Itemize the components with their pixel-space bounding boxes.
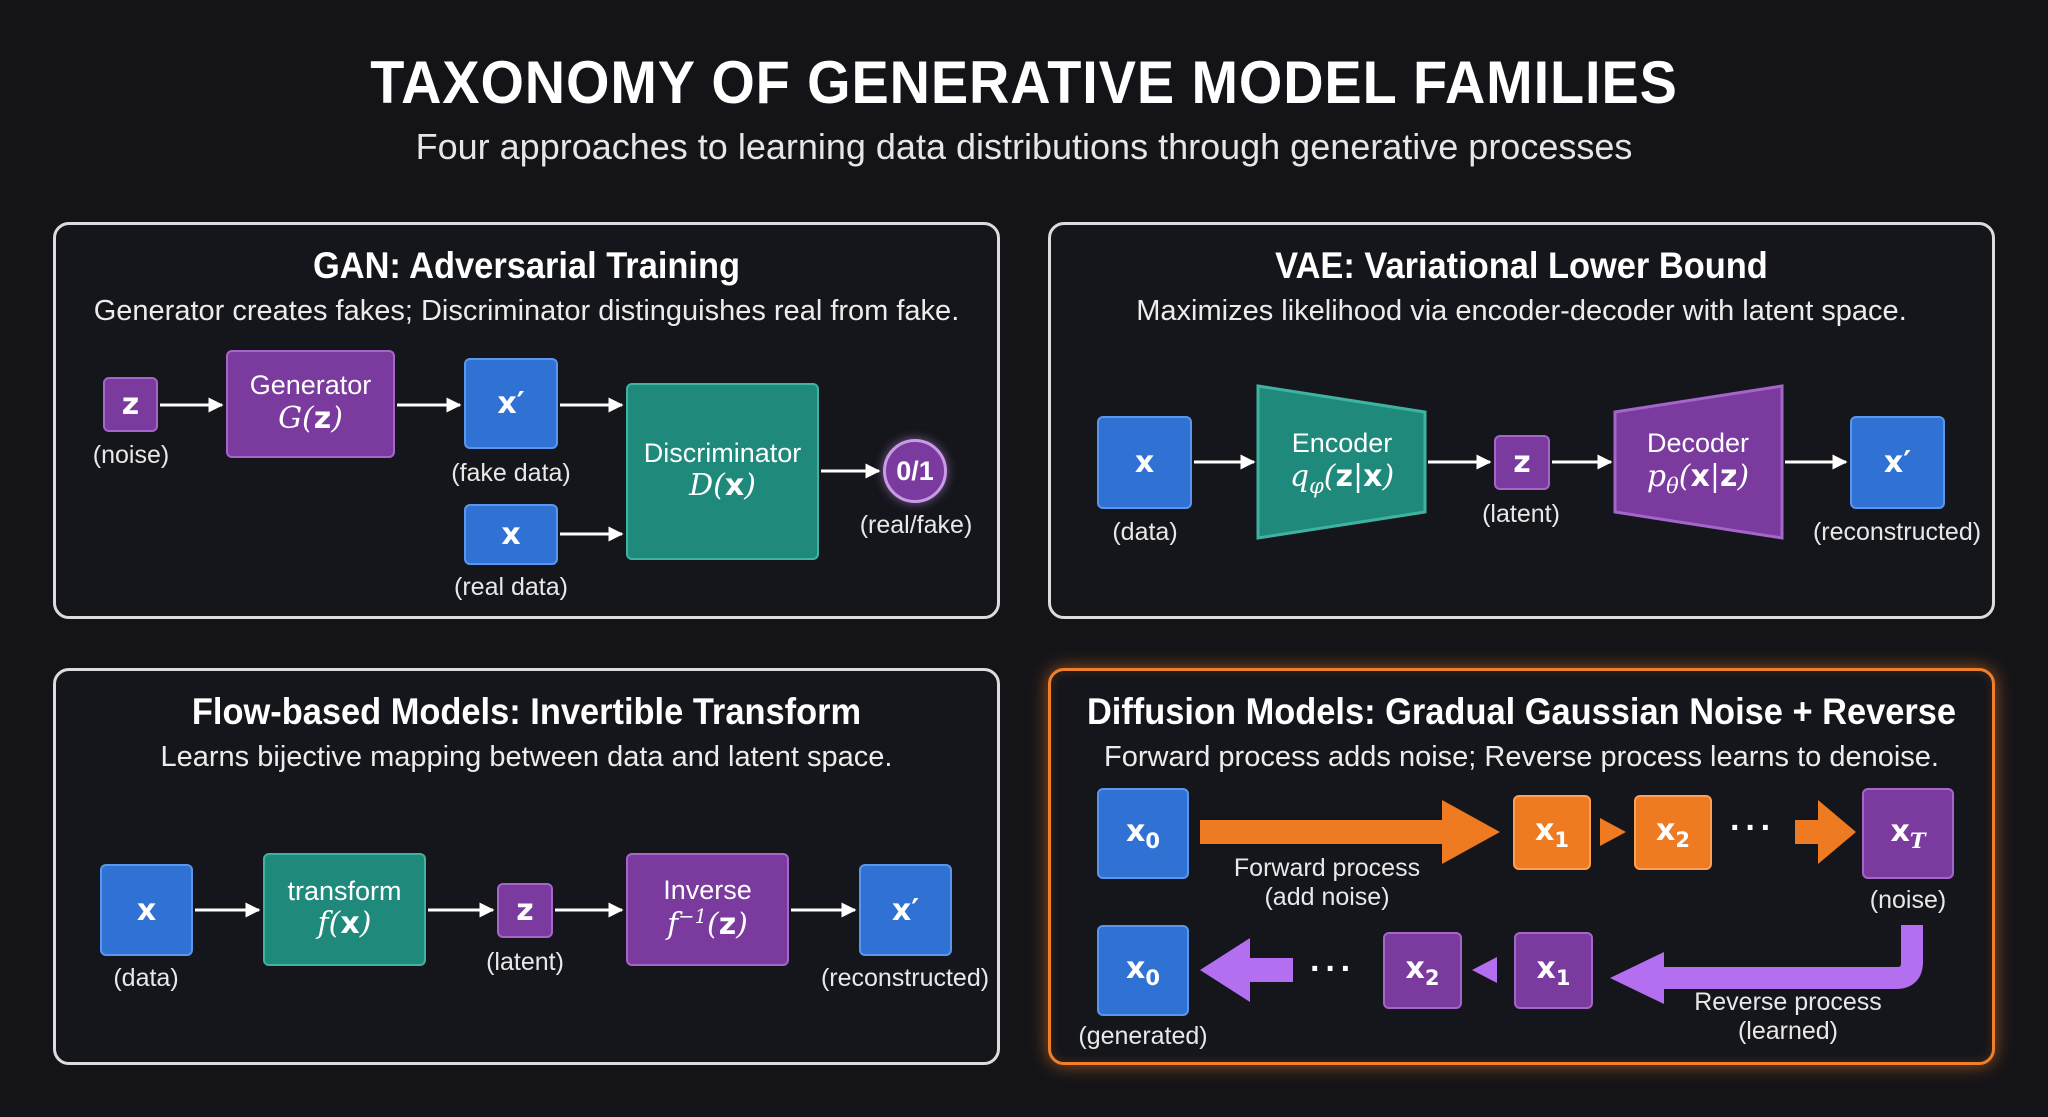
diffusion-x0-node: x0: [1097, 788, 1189, 879]
gan-title: GAN: Adversarial Training: [312, 245, 741, 286]
diffusion-xT-node: xT: [1862, 788, 1954, 879]
flow-reconstructed-node: x′: [859, 864, 952, 956]
vae-panel: VAE: Variational Lower Bound Maximizes l…: [1048, 222, 1995, 619]
gan-real-data-node: x: [464, 504, 558, 565]
flow-latent-caption: (latent): [486, 948, 564, 976]
flow-panel: Flow-based Models: Invertible Transform …: [53, 668, 1000, 1065]
flow-reconstructed-caption: (reconstructed): [820, 964, 990, 992]
diffusion-forward-ellipsis: ···: [1730, 809, 1776, 847]
diffusion-x2-reverse-node: x2: [1383, 932, 1462, 1009]
gan-fake-data-caption: (fake data): [451, 459, 571, 487]
page-title: TAXONOMY OF GENERATIVE MODEL FAMILIES: [370, 49, 1678, 116]
gan-noise-caption: (noise): [92, 441, 170, 469]
vae-reconstructed-node: x′: [1850, 416, 1945, 509]
diffusion-x2-forward-node: x2: [1634, 795, 1712, 870]
flow-title: Flow-based Models: Invertible Transform: [191, 691, 862, 732]
diffusion-reverse-ellipsis: ···: [1310, 950, 1356, 988]
flow-inverse-node: Inverse f−1(z): [626, 853, 789, 966]
gan-output-node: 0/1: [883, 439, 947, 503]
diffusion-description: Forward process adds noise; Reverse proc…: [1104, 741, 1939, 773]
generator-node: Generator G(z): [226, 350, 395, 458]
vae-data-x-node: x: [1097, 416, 1192, 509]
vae-decoder-label: Decoder pθ(x|z): [1646, 428, 1750, 498]
diffusion-forward-caption: Forward process (add noise): [1233, 854, 1421, 911]
vae-description: Maximizes likelihood via encoder-decoder…: [1136, 295, 1907, 327]
vae-encoder-label: Encoder qφ(z|x): [1289, 428, 1395, 498]
diffusion-x1-reverse-node: x1: [1514, 932, 1593, 1009]
gan-real-data-caption: (real data): [454, 573, 568, 601]
gan-description: Generator creates fakes; Discriminator d…: [93, 295, 960, 327]
diffusion-noise-caption: (noise): [1869, 886, 1947, 914]
flow-latent-z-node: z: [497, 883, 553, 938]
diffusion-x1-forward-node: x1: [1513, 795, 1591, 870]
discriminator-node: Discriminator D(x): [626, 383, 819, 560]
diffusion-reverse-caption: Reverse process (learned): [1694, 988, 1882, 1045]
gan-fake-data-node: x′: [464, 358, 558, 449]
flow-transform-node: transform f(x): [263, 853, 426, 966]
page-subtitle: Four approaches to learning data distrib…: [415, 126, 1633, 167]
vae-reconstructed-caption: (reconstructed): [1812, 518, 1982, 546]
vae-latent-z-node: z: [1494, 435, 1550, 490]
flow-description: Learns bijective mapping between data an…: [160, 741, 893, 773]
vae-latent-caption: (latent): [1482, 500, 1560, 528]
diffusion-title: Diffusion Models: Gradual Gaussian Noise…: [1086, 691, 1957, 732]
vae-data-caption: (data): [1112, 518, 1178, 546]
diffusion-generated-caption: (generated): [1078, 1022, 1208, 1050]
flow-data-x-node: x: [100, 864, 193, 956]
flow-data-caption: (data): [113, 964, 179, 992]
gan-output-caption: (real/fake): [859, 511, 973, 539]
gan-noise-z-node: z: [103, 377, 158, 432]
diffusion-x0-generated-node: x0: [1097, 925, 1189, 1016]
vae-title: VAE: Variational Lower Bound: [1275, 245, 1768, 286]
